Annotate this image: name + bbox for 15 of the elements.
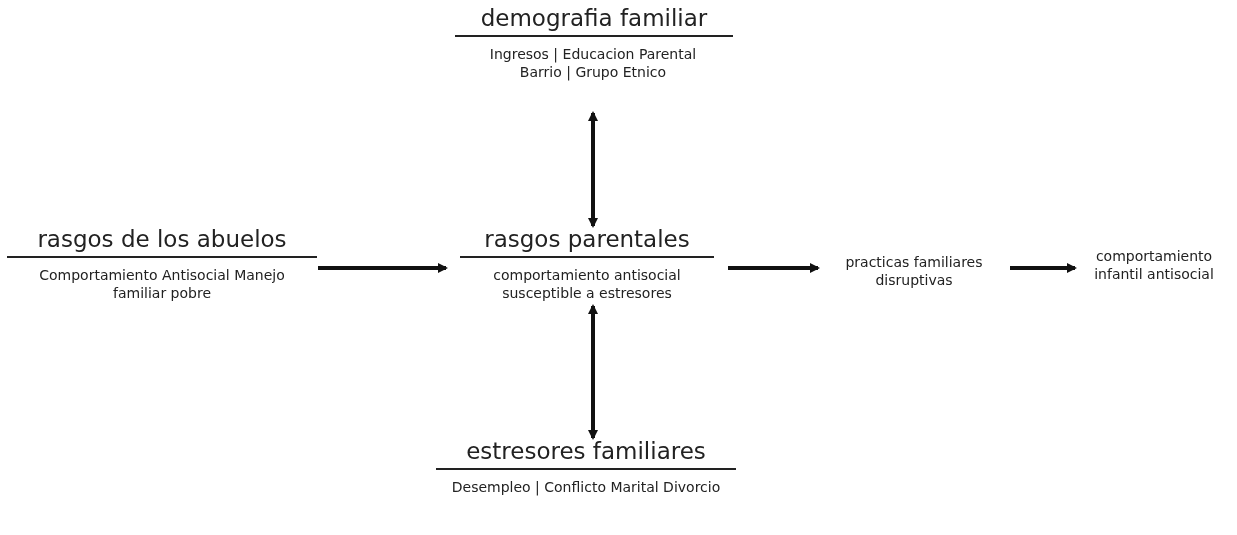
description-text: Ingresos | Educacion Parental Barrio | Grupo Etnico: [488, 45, 698, 82]
arrow: [318, 263, 448, 273]
description-text: Comportamiento Antisocial Manejo familiar pobre: [38, 266, 286, 303]
description-text: comportamiento antisocial susceptible a estresores: [492, 266, 682, 303]
step-label: comportamiento infantil antisocial: [1093, 246, 1215, 284]
heading: demografia familiar: [455, 5, 733, 37]
heading: estresores familiares: [436, 438, 736, 470]
description-text: Desempleo | Conflicto Marital Divorcio: [450, 478, 722, 497]
arrow: [588, 304, 598, 440]
heading: rasgos de los abuelos: [7, 226, 317, 258]
step-label: practicas familiares disruptivas: [844, 252, 984, 290]
heading: rasgos parentales: [460, 226, 714, 258]
arrow: [588, 111, 598, 228]
arrow: [728, 263, 820, 273]
arrow: [1010, 263, 1077, 273]
